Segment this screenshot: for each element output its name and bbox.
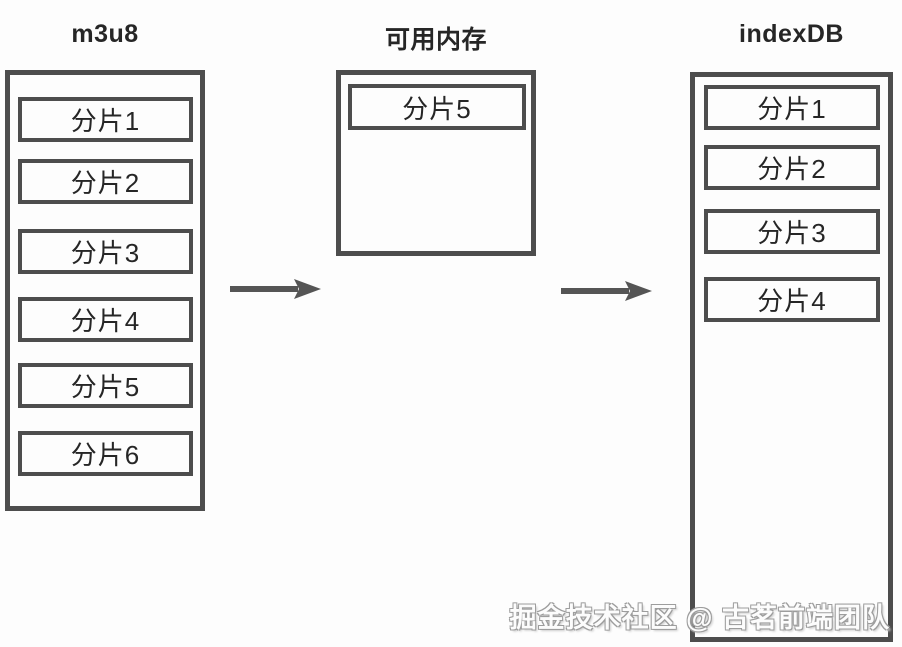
m3u8-slice-5: 分片5: [18, 363, 193, 408]
m3u8-slice-1: 分片1: [18, 97, 193, 142]
arrow-right-icon: [561, 281, 652, 301]
indexdb-container-box: 分片1 分片2 分片3 分片4: [690, 72, 893, 642]
arrow-right-icon: [230, 279, 321, 299]
memory-slice-5: 分片5: [348, 84, 526, 130]
m3u8-slice-2: 分片2: [18, 159, 193, 204]
indexdb-slice-3: 分片3: [704, 209, 880, 254]
indexdb-title: indexDB: [739, 20, 844, 48]
memory-title: 可用内存: [384, 26, 487, 54]
watermark-text: 掘金技术社区 @ 古茗前端团队: [509, 603, 890, 633]
indexdb-slice-2: 分片2: [704, 145, 880, 190]
indexdb-slice-1: 分片1: [704, 85, 880, 130]
indexdb-slice-4: 分片4: [704, 277, 880, 322]
memory-container-box: 分片5: [336, 70, 536, 256]
m3u8-slice-6: 分片6: [18, 431, 193, 476]
m3u8-container-box: 分片1 分片2 分片3 分片4 分片5 分片6: [5, 70, 205, 511]
m3u8-title: m3u8: [71, 20, 139, 48]
m3u8-slice-4: 分片4: [18, 297, 193, 342]
m3u8-slice-3: 分片3: [18, 229, 193, 274]
